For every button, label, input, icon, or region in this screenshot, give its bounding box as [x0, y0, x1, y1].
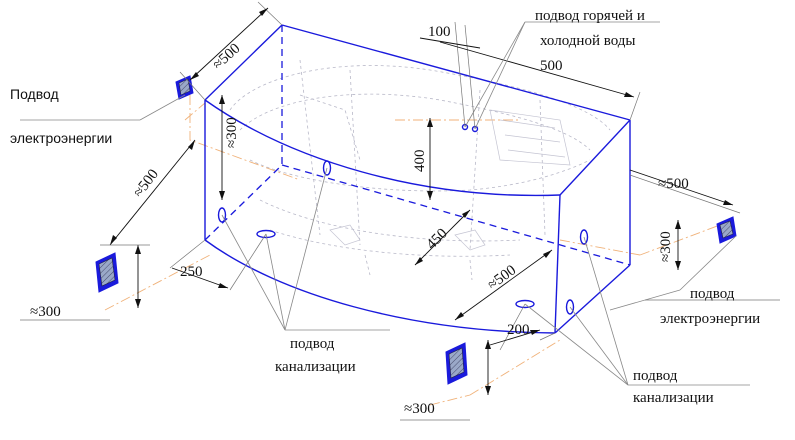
dim-front-200: 200: [507, 322, 530, 338]
power-socket-icon: [95, 252, 119, 293]
leader-lines: [221, 21, 750, 386]
dim-bottom-300: ≈300: [404, 401, 435, 417]
dim-top-right-500: 500: [540, 58, 563, 74]
dim-height-400: 400: [412, 150, 428, 173]
drawing-labels: Подвод электроэнергии подвод горячей и х…: [10, 8, 760, 406]
drain-outlet-icon: [217, 207, 227, 223]
bathtub-hidden-contour: [229, 59, 611, 281]
axis-lines: [104, 95, 721, 406]
dim-top-100: 100: [428, 24, 451, 40]
dimension-lines: [20, 1, 780, 421]
dim-front-500: ≈500: [485, 262, 519, 293]
dim-right-300: ≈300: [658, 231, 674, 262]
water-supply-label-2: холодной воды: [540, 33, 635, 49]
power-supply-right-label: подвод: [690, 286, 735, 302]
bathtub-outline: [204, 24, 631, 334]
dimension-values: ≈500 100 500 ≈300 ≈500 ≈300 400 450 250 …: [30, 24, 689, 417]
drain-outlet-icon: [515, 299, 535, 309]
power-socket-icon: [716, 216, 737, 244]
dim-left-vertical-300: ≈300: [224, 117, 240, 148]
power-supply-left-label: Подвод: [10, 86, 59, 102]
drain-outlet-icon: [579, 229, 589, 245]
drain-left-label: подвод: [290, 336, 335, 352]
dim-left-bottom-300: ≈300: [30, 304, 61, 320]
drain-outlet-icon: [322, 160, 332, 176]
dim-depth-450: 450: [424, 226, 451, 253]
drain-right-label: подвод: [633, 368, 678, 384]
dim-right-500: ≈500: [658, 176, 689, 192]
drain-left-label-2: канализации: [275, 359, 356, 375]
water-supply-label: подвод горячей и: [535, 8, 645, 24]
power-socket-icon: [445, 342, 468, 385]
drain-outlet-icon: [565, 299, 575, 315]
power-supply-left-label-2: электроэнергии: [10, 130, 112, 146]
dim-bottom-250: 250: [180, 264, 203, 280]
power-supply-right-label-2: электроэнергии: [660, 311, 760, 327]
drain-outlet-icon: [256, 229, 276, 239]
dim-left-diag-500: ≈500: [131, 166, 163, 200]
drain-right-label-2: канализации: [633, 390, 714, 406]
